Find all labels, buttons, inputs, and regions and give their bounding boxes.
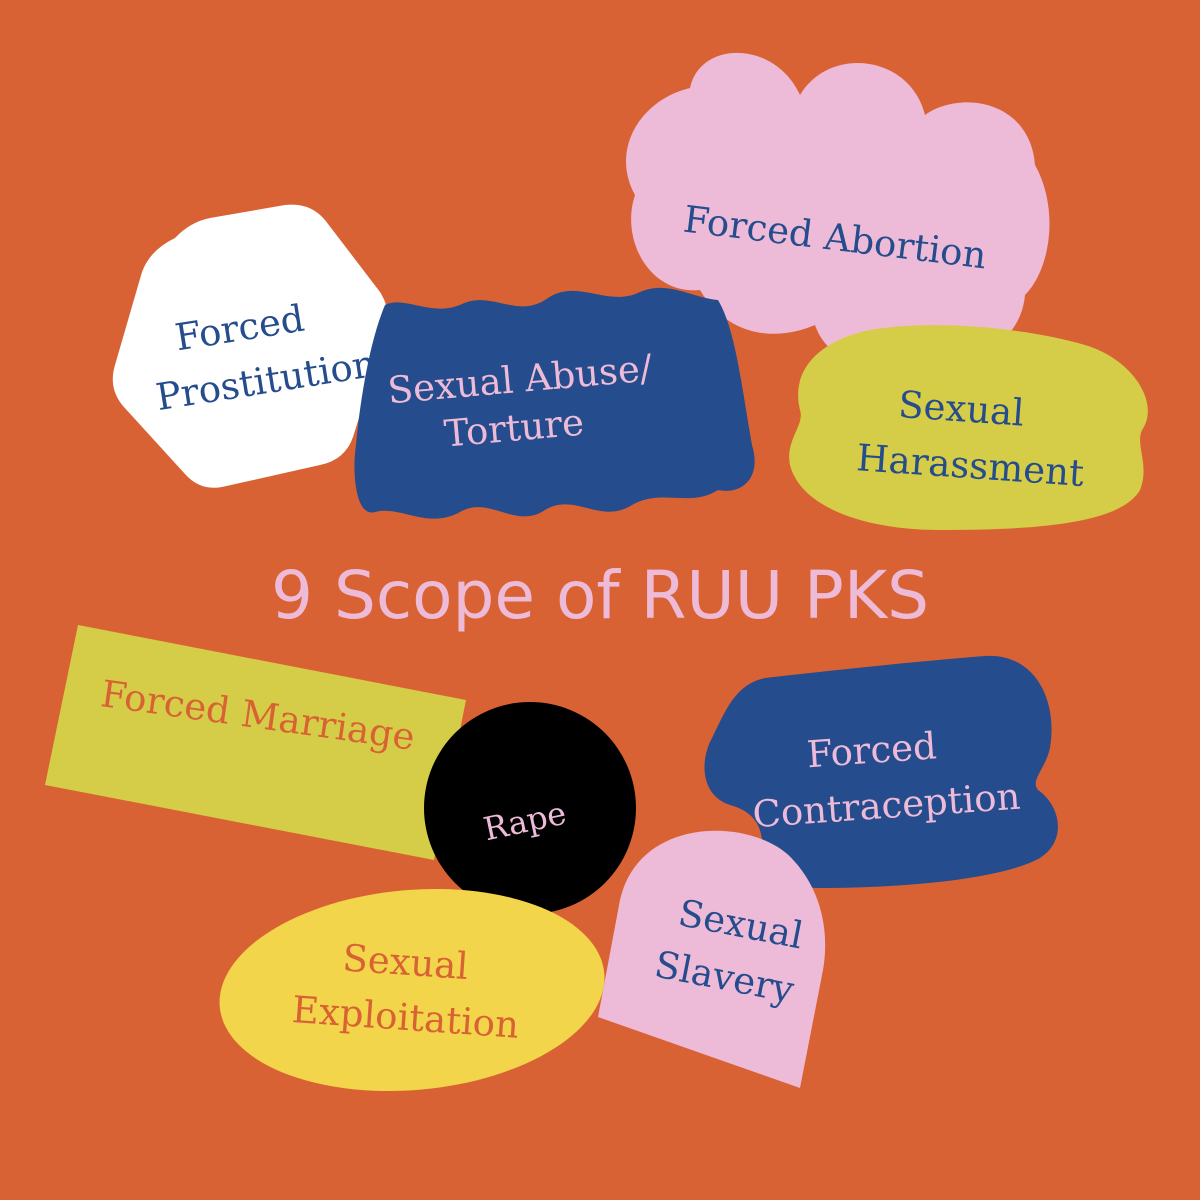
- forced-marriage-rect: [45, 625, 466, 860]
- sexual-slavery-arch: [598, 830, 826, 1088]
- forced-contraception-shape: Forced Contraception: [704, 655, 1058, 888]
- sexual-exploitation-shape: Sexual Exploitation: [219, 888, 605, 1092]
- forced-abortion-shape: Forced Abortion: [626, 52, 1050, 369]
- sexual-harassment-blob: [789, 325, 1148, 530]
- forced-marriage-shape: Forced Marriage: [45, 625, 466, 860]
- sexual-slavery-shape: Sexual Slavery: [598, 830, 826, 1088]
- poster-title: 9 Scope of RUU PKS: [271, 557, 929, 634]
- sexual-abuse-shape: Sexual Abuse/ Torture: [354, 287, 755, 519]
- sexual-harassment-shape: Sexual Harassment: [789, 325, 1148, 530]
- sexual-abuse-scallop: [354, 287, 755, 519]
- sexual-exploitation-ellipse: [219, 888, 605, 1092]
- rape-circle: [424, 702, 636, 914]
- forced-abortion-cloud: [626, 52, 1050, 369]
- forced-prostitution-shape: Forced Prostitution: [112, 204, 389, 488]
- rape-shape: Rape: [424, 702, 636, 914]
- forced-prostitution-hexagon: [112, 204, 389, 488]
- forced-contraception-blob: [704, 655, 1058, 888]
